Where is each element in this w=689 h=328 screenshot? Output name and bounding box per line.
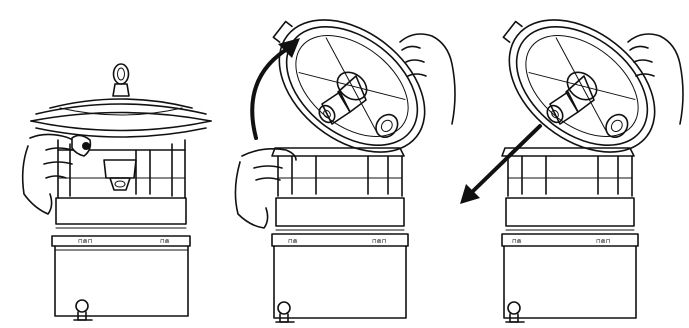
cone xyxy=(103,159,137,191)
base-band: ⊓⋒ ⊓⋒⊓ xyxy=(271,197,409,247)
hanging-ring xyxy=(112,63,130,97)
band-label-left: ⊓⋒ xyxy=(512,239,522,245)
band-label-left: ⊓⋒⊓ xyxy=(78,239,93,245)
band-label-right: ⊓⋒ xyxy=(160,239,170,245)
panel-step-2: ⊓⋒ ⊓⋒⊓ xyxy=(234,19,456,323)
dome-lid xyxy=(30,98,212,138)
arrow-remove-cone xyxy=(460,124,542,204)
hand-right xyxy=(627,33,684,125)
hand-right xyxy=(399,33,456,125)
cone xyxy=(318,75,367,125)
upper-frame xyxy=(501,147,635,197)
base-container xyxy=(54,245,189,317)
hand-left xyxy=(21,133,92,215)
arrow-lift-lid xyxy=(250,38,300,140)
lifted-lid xyxy=(272,19,426,153)
drain-spout xyxy=(73,299,93,321)
band-label-left: ⊓⋒ xyxy=(288,239,298,245)
drain-spout xyxy=(275,301,295,323)
upper-frame xyxy=(271,147,405,197)
base-band: ⊓⋒⊓ ⊓⋒ xyxy=(51,197,191,247)
panel-step-3: ⊓⋒ ⊓⋒⊓ xyxy=(460,19,684,323)
base-band: ⊓⋒ ⊓⋒⊓ xyxy=(501,197,639,247)
hand-left xyxy=(234,148,297,229)
lifted-lid xyxy=(502,19,656,153)
panel-step-1: ⊓⋒⊓ ⊓⋒ xyxy=(21,63,212,321)
base-container xyxy=(273,245,407,319)
drain-spout xyxy=(505,301,525,323)
cone xyxy=(546,75,595,125)
base-container xyxy=(503,245,637,319)
band-label-right: ⊓⋒⊓ xyxy=(596,239,611,245)
band-label-right: ⊓⋒⊓ xyxy=(372,239,387,245)
